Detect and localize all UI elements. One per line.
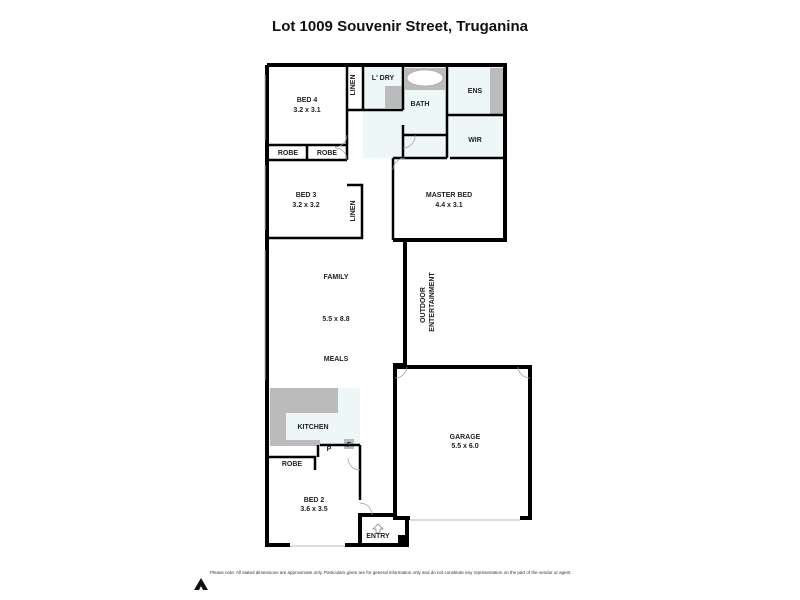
room-robe1-label: ROBE: [278, 150, 299, 157]
room-bed4-size: 3.2 x 3.1: [293, 107, 320, 114]
room-family-size: 5.5 x 8.8: [322, 316, 349, 323]
room-master-label: MASTER BED: [426, 192, 472, 199]
room-family-label: FAMILY: [323, 274, 348, 281]
interior-walls: [267, 65, 531, 543]
brand-logo-icon: [194, 578, 208, 590]
room-bed3-size: 3.2 x 3.2: [292, 202, 319, 209]
room-outdoor-label: OUTDOOR: [420, 287, 427, 323]
room-garage-label: GARAGE: [450, 434, 481, 441]
room-bed2-label: BED 2: [304, 497, 325, 504]
wet-area-fills: [270, 66, 503, 449]
room-bed4-label: BED 4: [297, 97, 318, 104]
room-robe2-label: ROBE: [317, 150, 338, 157]
exterior-walls: [264, 63, 532, 547]
room-garage-size: 5.5 x 6.0: [451, 443, 478, 450]
room-fridge-label: F: [347, 442, 352, 449]
room-bed2-size: 3.6 x 3.5: [300, 506, 327, 513]
room-kitchen-label: KITCHEN: [297, 424, 328, 431]
room-ensuite-label: ENS: [468, 88, 483, 95]
room-entertainment-label: ENTERTAINMENT: [429, 272, 436, 332]
room-laundry-label: L' DRY: [372, 75, 395, 82]
room-master-size: 4.4 x 3.1: [435, 202, 462, 209]
room-pantry-label: P: [327, 446, 332, 453]
room-robe3-label: ROBE: [282, 461, 303, 468]
entry-arrow-icon: [372, 523, 384, 534]
room-entry-label: ENTRY: [366, 533, 390, 540]
disclaimer-note: Please note: All stated dimensions are a…: [210, 570, 572, 575]
room-bath-label: BATH: [411, 101, 430, 108]
page-title: Lot 1009 Souvenir Street, Truganina: [272, 18, 528, 35]
room-linen1-label: LINEN: [350, 75, 357, 96]
room-meals-label: MEALS: [324, 356, 349, 363]
room-linen2-label: LINEN: [350, 201, 357, 222]
room-bed3-label: BED 3: [296, 192, 317, 199]
room-wir-label: WIR: [468, 137, 482, 144]
